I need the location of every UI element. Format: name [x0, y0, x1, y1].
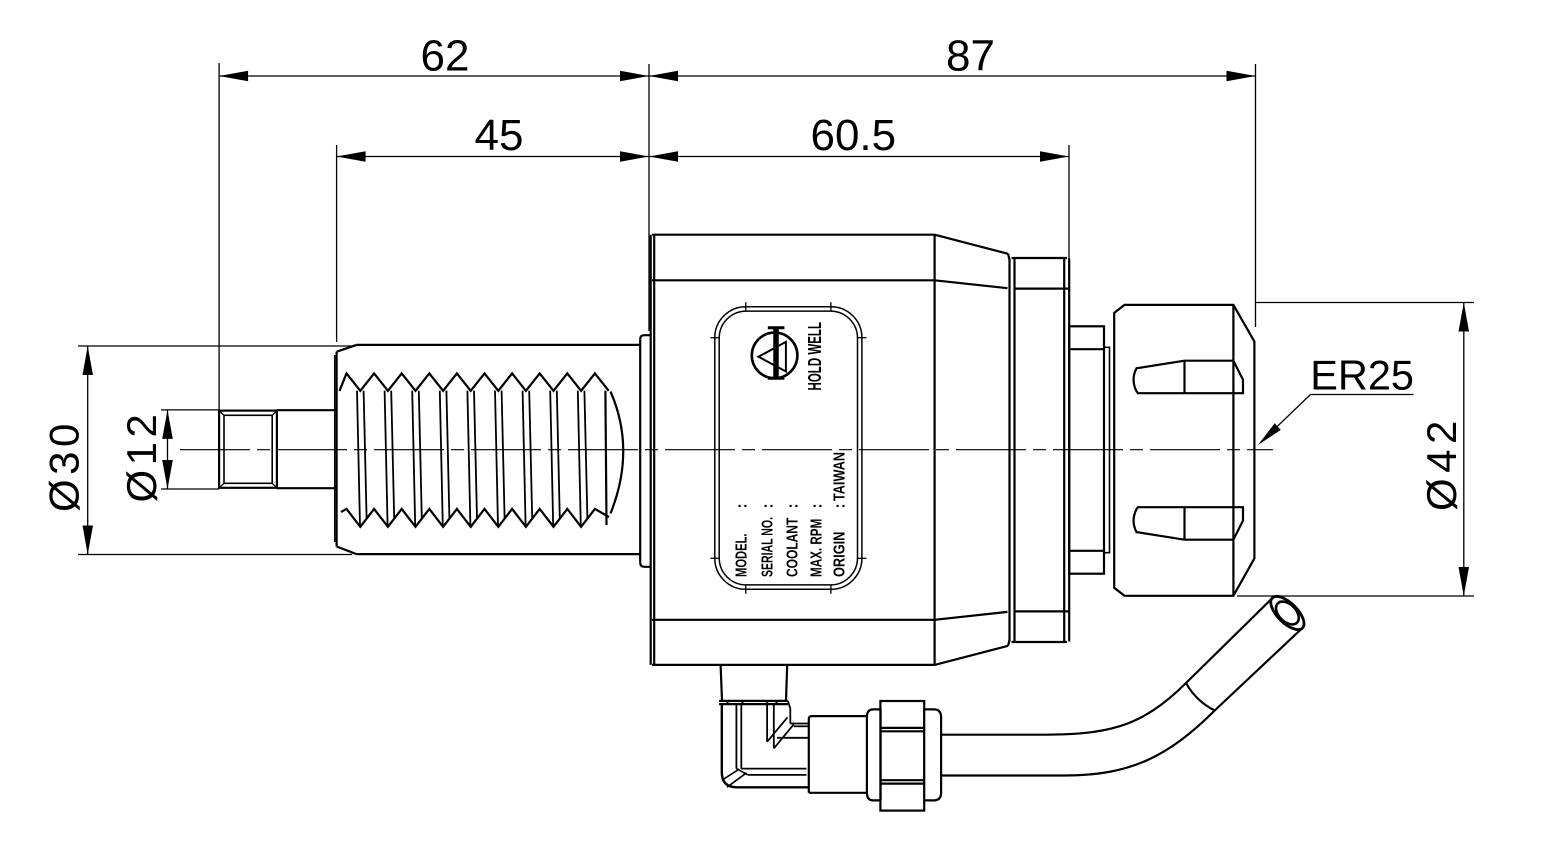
svg-text:ORIGIN: ORIGIN [832, 532, 849, 577]
svg-text:COOLANT: COOLANT [784, 517, 801, 577]
svg-text:HOLD WELL: HOLD WELL [805, 322, 825, 391]
svg-text:ER25: ER25 [1310, 352, 1414, 399]
svg-text:Ø42: Ø42 [1418, 415, 1465, 511]
svg-text:45: 45 [475, 111, 524, 160]
svg-text::: : [759, 503, 776, 508]
svg-text:MAX. RPM: MAX. RPM [809, 519, 826, 577]
svg-text:Ø30: Ø30 [40, 419, 87, 512]
svg-text:SERIAL NO.: SERIAL NO. [759, 517, 776, 577]
svg-text:TAIWAN: TAIWAN [832, 452, 849, 501]
svg-text:60.5: 60.5 [810, 111, 896, 160]
svg-text::: : [832, 503, 849, 508]
svg-text::: : [784, 503, 801, 508]
svg-text::: : [734, 503, 751, 508]
svg-text:Ø12: Ø12 [118, 410, 165, 503]
svg-text::: : [809, 503, 826, 508]
svg-text:MODEL.: MODEL. [734, 534, 751, 578]
svg-text:87: 87 [946, 32, 995, 81]
svg-text:62: 62 [421, 32, 470, 81]
